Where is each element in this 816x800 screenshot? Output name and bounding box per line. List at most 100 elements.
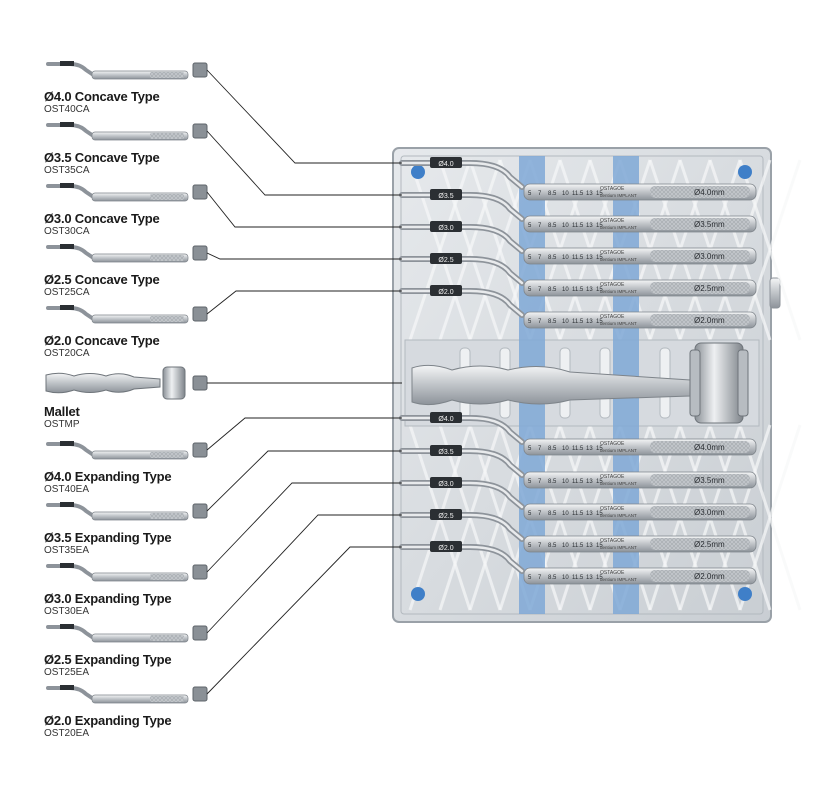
depth-mark: 11.5: [572, 287, 584, 293]
depth-mark: 5: [528, 223, 532, 229]
instrument-code: OST25CA: [44, 287, 90, 298]
depth-mark: 10: [562, 191, 569, 197]
depth-mark: 5: [528, 543, 532, 549]
brand-label: dentium IMPLANT: [600, 289, 637, 294]
depth-mark: 11.5: [572, 543, 584, 549]
depth-mark: 10: [562, 575, 569, 581]
depth-mark: 13: [586, 319, 593, 325]
depth-mark: 8.5: [548, 479, 557, 485]
depth-mark: 13: [586, 479, 593, 485]
size-label: Ø3.5mm: [694, 476, 725, 485]
instrument-name: Ø3.5 Concave Type: [44, 150, 160, 165]
depth-mark: 10: [562, 287, 569, 293]
depth-mark: 10: [562, 255, 569, 261]
tray-tag-label: Ø4.0: [438, 416, 453, 423]
depth-mark: 11.5: [572, 479, 584, 485]
size-label: Ø3.0mm: [694, 508, 725, 517]
brand-label: dentium IMPLANT: [600, 225, 637, 230]
model-label: OSTAGOE: [600, 441, 625, 447]
tray-tag-label: Ø2.0: [438, 289, 453, 296]
brand-label: dentium IMPLANT: [600, 513, 637, 518]
osteotome-illustration: [46, 244, 189, 263]
depth-mark: 13: [586, 191, 593, 197]
model-label: OSTAGOE: [600, 250, 625, 256]
instrument-code: OST35EA: [44, 545, 90, 556]
depth-mark: 15: [596, 543, 603, 549]
depth-mark: 10: [562, 479, 569, 485]
size-label: Ø4.0mm: [694, 443, 725, 452]
depth-mark: 8.5: [548, 287, 557, 293]
size-label: Ø2.0mm: [694, 572, 725, 581]
instrument-code: OST30CA: [44, 226, 90, 237]
callout-marker: [192, 245, 208, 261]
depth-mark: 5: [528, 287, 532, 293]
mallet-illustration: [45, 366, 186, 400]
callout-marker: [192, 686, 208, 702]
depth-mark: 10: [562, 319, 569, 325]
tray-tag-label: Ø2.5: [438, 257, 453, 264]
model-label: OSTAGOE: [600, 186, 625, 192]
osteotome-illustration: [46, 685, 189, 704]
leader-line: [206, 450, 402, 512]
depth-mark: 11.5: [572, 511, 584, 517]
depth-mark: 7: [538, 191, 542, 197]
depth-mark: 15: [596, 511, 603, 517]
depth-mark: 5: [528, 511, 532, 517]
depth-mark: 11.5: [572, 255, 584, 261]
model-label: OSTAGOE: [600, 314, 625, 320]
tray-tag-label: Ø4.0: [438, 161, 453, 168]
depth-mark: 7: [538, 446, 542, 452]
depth-mark: 10: [562, 511, 569, 517]
model-label: OSTAGOE: [600, 570, 625, 576]
depth-mark: 13: [586, 575, 593, 581]
brand-label: dentium IMPLANT: [600, 545, 637, 550]
size-label: Ø2.0mm: [694, 316, 725, 325]
depth-mark: 5: [528, 191, 532, 197]
tray-tag-label: Ø3.5: [438, 449, 453, 456]
callout-marker: [192, 564, 208, 580]
tray-mallet: [411, 342, 749, 424]
tray-tag-label: Ø2.5: [438, 513, 453, 520]
depth-mark: 15: [596, 446, 603, 452]
depth-mark: 8.5: [548, 543, 557, 549]
tray-tag-label: Ø3.5: [438, 193, 453, 200]
depth-mark: 8.5: [548, 319, 557, 325]
leader-line: [206, 252, 402, 260]
brand-label: dentium IMPLANT: [600, 193, 637, 198]
instrument-code: OST40EA: [44, 484, 90, 495]
depth-mark: 7: [538, 575, 542, 581]
leader-line: [206, 69, 402, 164]
instrument-name: Ø2.0 Concave Type: [44, 333, 160, 348]
leader-line: [206, 191, 402, 228]
depth-mark: 11.5: [572, 223, 584, 229]
osteotome-illustration: [46, 441, 189, 460]
tray-foot: [411, 587, 425, 601]
leader-line: [206, 546, 402, 695]
depth-mark: 11.5: [572, 191, 584, 197]
callout-marker: [192, 123, 208, 139]
depth-mark: 10: [562, 543, 569, 549]
instrument-name: Mallet: [44, 404, 80, 419]
osteotome-illustration: [46, 122, 189, 141]
osteotome-illustration: [46, 624, 189, 643]
model-label: OSTAGOE: [600, 474, 625, 480]
depth-mark: 8.5: [548, 255, 557, 261]
depth-mark: 7: [538, 479, 542, 485]
depth-mark: 7: [538, 511, 542, 517]
instrument-name: Ø2.5 Expanding Type: [44, 652, 172, 667]
tray-latch[interactable]: [769, 277, 781, 309]
osteotome-illustration: [46, 305, 189, 324]
brand-label: dentium IMPLANT: [600, 481, 637, 486]
callout-marker: [192, 306, 208, 322]
brand-label: dentium IMPLANT: [600, 257, 637, 262]
